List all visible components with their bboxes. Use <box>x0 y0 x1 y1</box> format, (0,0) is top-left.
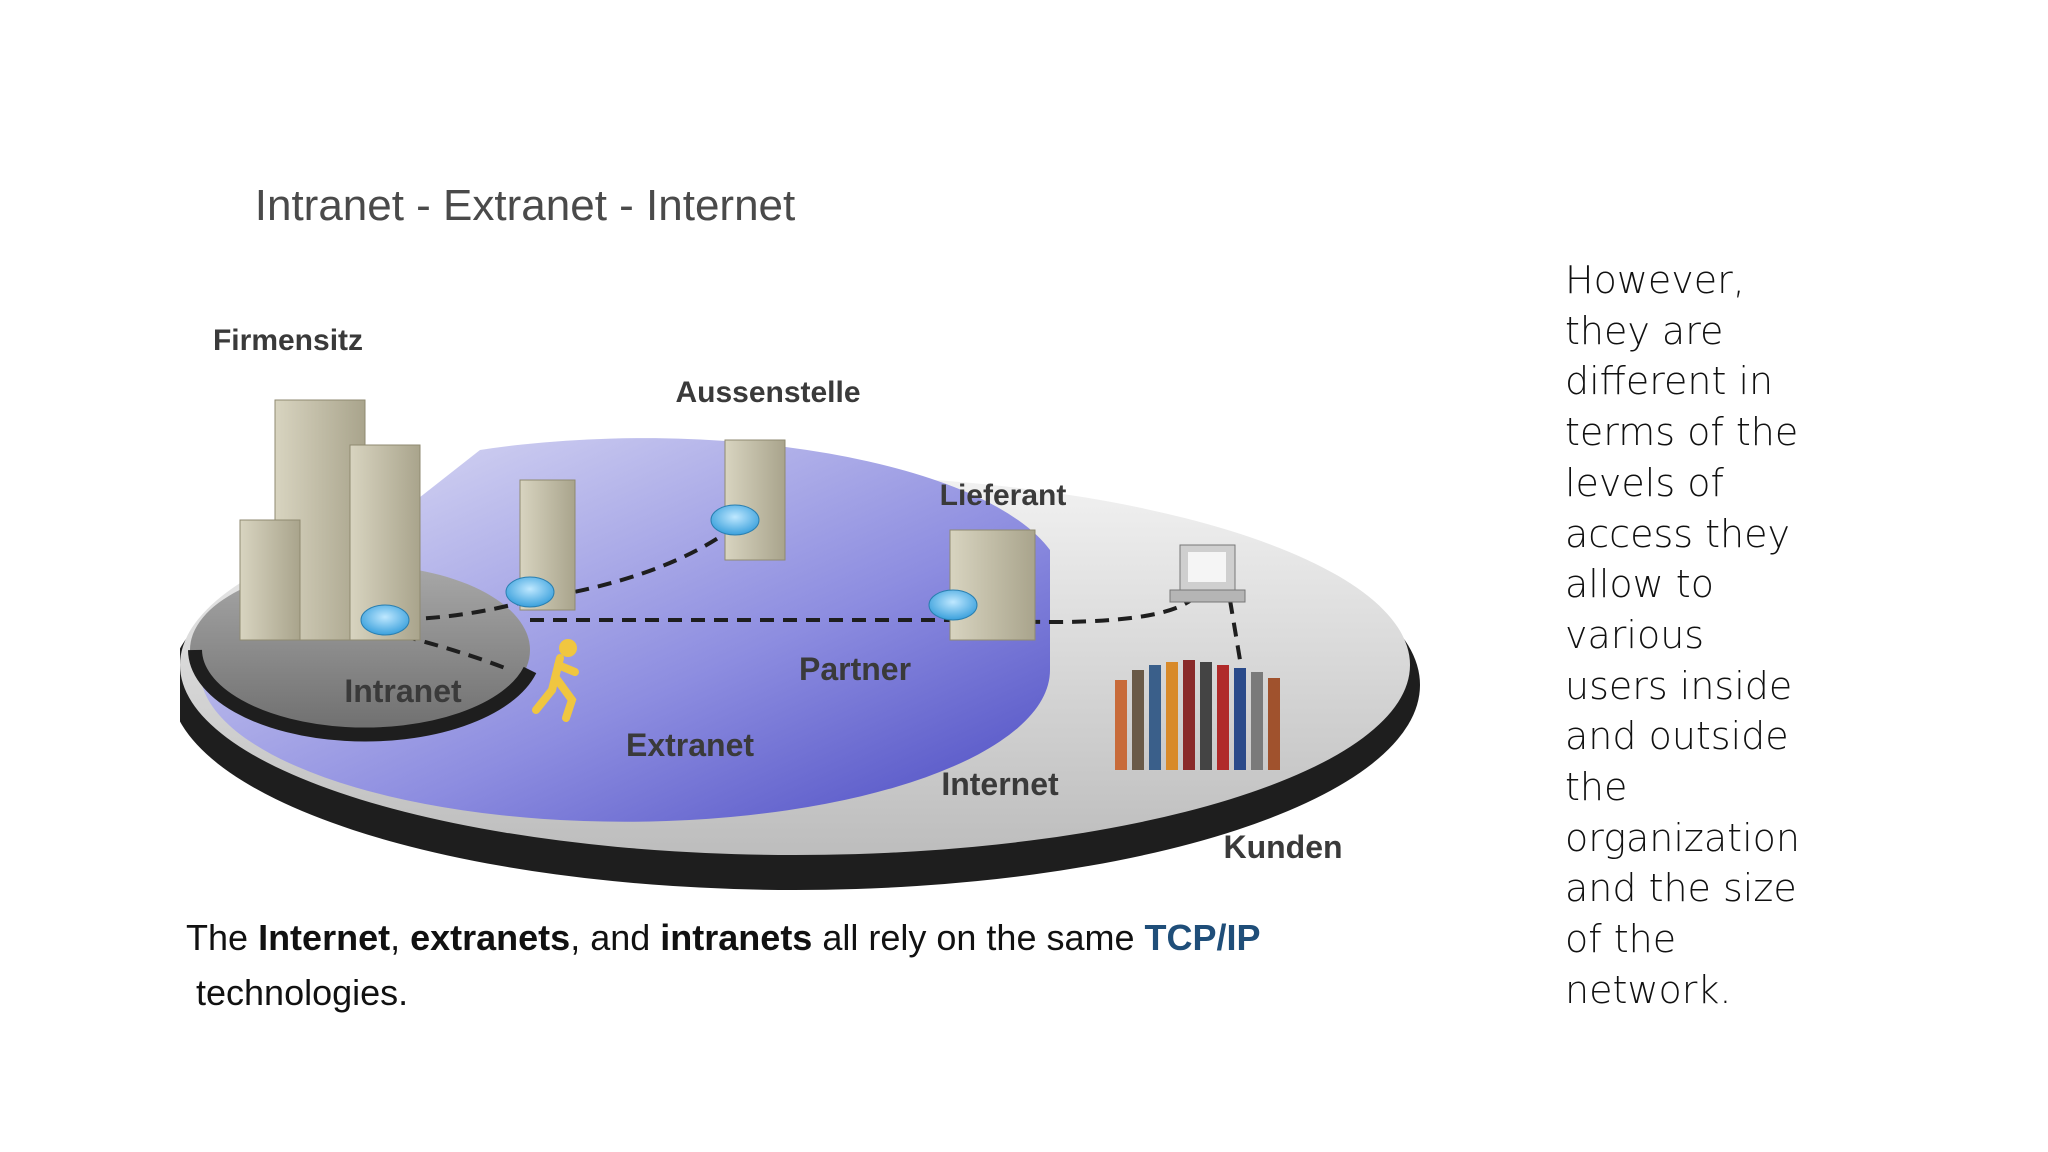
label-aussenstelle: Aussenstelle <box>675 376 860 409</box>
building-aussenstelle-icon <box>724 439 786 561</box>
customers-crowd-icon <box>1115 660 1280 770</box>
building-lieferant-icon <box>949 529 1036 641</box>
network-diagram: Intranet - Extranet - Internet <box>180 181 1420 890</box>
side-text-line: However, <box>1565 258 1745 302</box>
caption: The Internet, extranets, and intranets a… <box>186 910 1386 1020</box>
caption-technologies: technologies. <box>196 972 409 1013</box>
label-lieferant: Lieferant <box>940 479 1067 512</box>
label-internet: Internet <box>941 766 1059 802</box>
running-person-icon <box>532 639 579 722</box>
label-extranet: Extranet <box>626 727 754 763</box>
network-disk <box>180 438 1420 890</box>
side-text-line: different in <box>1565 359 1774 404</box>
side-text-line: terms of the <box>1565 410 1799 455</box>
side-text: However, they are different in terms of … <box>1565 255 1865 1016</box>
diagram-title: Intranet - Extranet - Internet <box>255 181 795 230</box>
building-firmensitz-icon <box>239 399 576 641</box>
label-partner: Partner <box>799 651 911 687</box>
caption-rely: all rely on the same <box>822 917 1135 958</box>
side-text-line: network. <box>1565 967 1732 1012</box>
label-intranet: Intranet <box>344 673 462 709</box>
computer-icon <box>1169 544 1246 603</box>
label-firmensitz: Firmensitz <box>213 324 363 357</box>
side-text-line: various <box>1565 612 1705 657</box>
caption-tcpip: TCP/IP <box>1144 917 1261 958</box>
side-text-line: access they <box>1565 511 1790 556</box>
side-text-line: and the size <box>1565 866 1797 911</box>
side-text-line: and outside <box>1565 714 1789 759</box>
side-text-line: organization <box>1565 815 1800 860</box>
router-icons <box>360 504 978 636</box>
caption-intranets: intranets <box>660 917 813 958</box>
side-text-line: allow to <box>1565 562 1714 607</box>
label-kunden: Kunden <box>1223 829 1342 865</box>
side-text-line: of the <box>1565 917 1677 962</box>
side-text-line: they are <box>1565 308 1724 353</box>
caption-extranets: extranets <box>410 917 571 958</box>
side-text-line: the <box>1565 765 1628 810</box>
caption-the: The <box>186 917 249 958</box>
side-text-line: levels of <box>1565 460 1724 505</box>
caption-internet: Internet <box>258 917 391 958</box>
side-text-line: users inside <box>1565 663 1793 708</box>
caption-comma: , <box>390 917 401 958</box>
caption-and: , and <box>570 917 651 958</box>
